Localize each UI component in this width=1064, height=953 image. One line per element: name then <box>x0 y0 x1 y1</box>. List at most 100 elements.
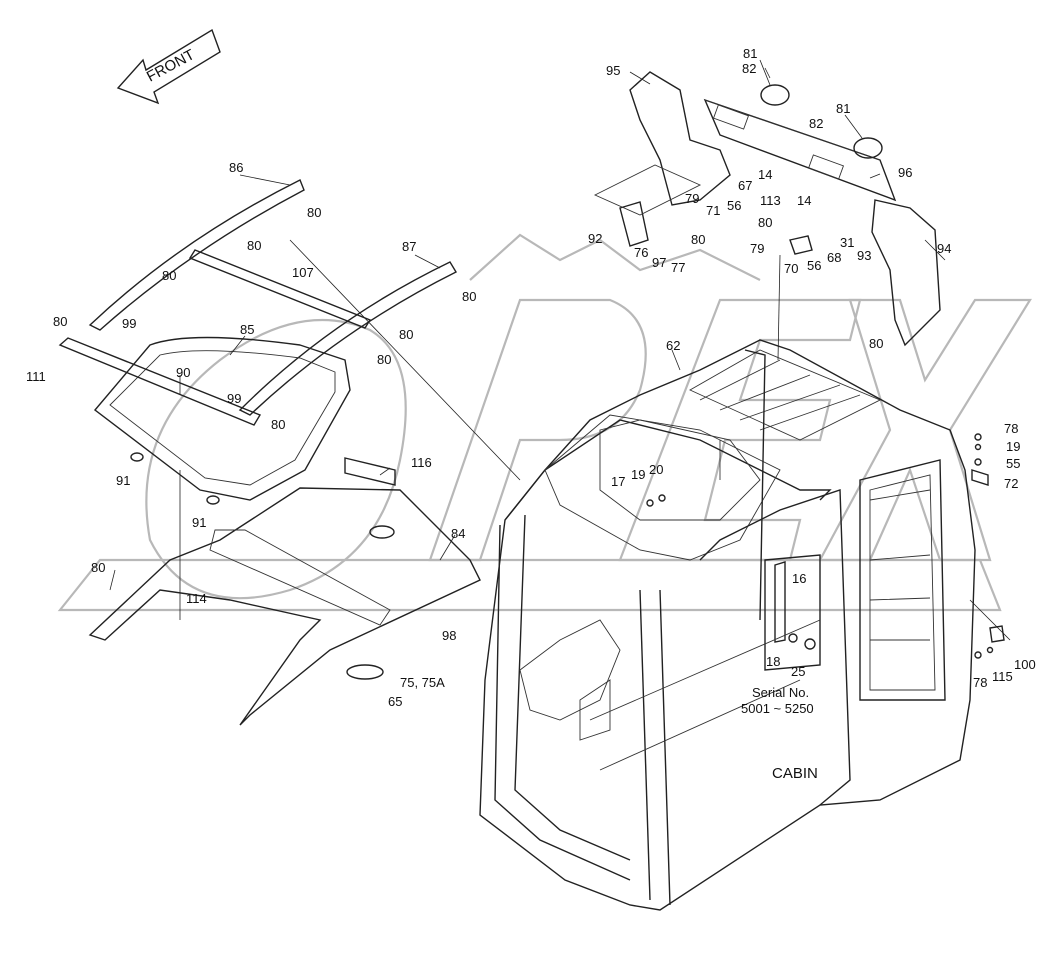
callout-82a: 82 <box>742 61 756 76</box>
callout-80j: 80 <box>271 417 285 432</box>
callout-76: 76 <box>634 245 648 260</box>
callout-80f: 80 <box>162 268 176 283</box>
callout-19b: 19 <box>1006 439 1020 454</box>
callout-65: 65 <box>388 694 402 709</box>
rear-trim-parts <box>593 71 941 347</box>
callout-79a: 79 <box>685 191 699 206</box>
callout-87: 87 <box>402 239 416 254</box>
callout-97: 97 <box>652 255 666 270</box>
callout-86: 86 <box>229 160 243 175</box>
callout-113: 113 <box>760 193 781 208</box>
part-107-rail <box>188 249 372 329</box>
part-116-block <box>344 457 396 486</box>
part-91-grommet-a <box>130 452 144 462</box>
part-70-hook <box>789 235 813 255</box>
callout-80e: 80 <box>247 238 261 253</box>
front-arrow-label: FRONT <box>144 46 198 85</box>
callout-81a: 81 <box>743 46 757 61</box>
callout-107: 107 <box>292 265 314 280</box>
callout-99a: 99 <box>122 316 136 331</box>
part-85-panel <box>93 336 351 501</box>
part-75-lamp <box>346 664 384 680</box>
callout-80d: 80 <box>307 205 321 220</box>
part-86-rail <box>88 179 305 331</box>
callout-80i: 80 <box>377 352 391 367</box>
callout-81b: 81 <box>836 101 850 116</box>
callout-85: 85 <box>240 322 254 337</box>
part-100-bracket <box>989 625 1005 643</box>
cabin-label: CABIN <box>772 765 818 782</box>
callout-75: 75, 75A <box>400 675 445 690</box>
fasteners <box>646 433 1005 659</box>
callout-70: 70 <box>784 261 798 276</box>
callout-78b: 78 <box>973 675 987 690</box>
callout-14b: 14 <box>797 193 811 208</box>
callout-99b: 99 <box>227 391 241 406</box>
callout-25: 25 <box>791 664 805 679</box>
cabin-frame <box>479 339 976 911</box>
callout-67: 67 <box>738 178 752 193</box>
roof-vent-hole <box>369 525 395 539</box>
callout-93: 93 <box>857 248 871 263</box>
callout-77: 77 <box>671 260 685 275</box>
callout-80a: 80 <box>758 215 772 230</box>
part-95-pillar <box>629 71 731 206</box>
callout-80h: 80 <box>399 327 413 342</box>
callout-80b: 80 <box>691 232 705 247</box>
callout-92: 92 <box>588 231 602 246</box>
callout-71: 71 <box>706 203 720 218</box>
serial-label-line1: Serial No. <box>752 685 809 700</box>
callout-79b: 79 <box>750 241 764 256</box>
callout-31: 31 <box>840 235 854 250</box>
part-81-speaker-b <box>853 137 883 159</box>
leader-lines <box>109 59 1011 641</box>
part-81-speaker-a <box>760 84 790 106</box>
callout-62: 62 <box>666 338 680 353</box>
serial-label-line2: 5001 ~ 5250 <box>741 701 814 716</box>
callout-91b: 91 <box>192 515 206 530</box>
callout-80-left: 80 <box>53 314 67 329</box>
part-72-bracket <box>971 469 989 486</box>
part-91-grommet-b <box>206 495 220 505</box>
callout-111: 111 <box>26 369 46 384</box>
callout-82b: 82 <box>809 116 823 131</box>
callout-90: 90 <box>176 365 190 380</box>
callout-55: 55 <box>1006 456 1020 471</box>
callout-20: 20 <box>649 462 663 477</box>
callout-72: 72 <box>1004 476 1018 491</box>
callout-19a: 19 <box>631 467 645 482</box>
callout-116: 116 <box>411 455 432 470</box>
callout-98: 98 <box>442 628 456 643</box>
part-111-bracket <box>58 337 262 426</box>
part-92-handle <box>619 201 649 247</box>
part-25-bolt <box>804 638 816 650</box>
callout-115: 115 <box>992 669 1013 684</box>
front-arrow-icon: FRONT <box>116 28 221 105</box>
callout-68: 68 <box>827 250 841 265</box>
callout-80g: 80 <box>462 289 476 304</box>
callout-100: 100 <box>1014 657 1036 672</box>
callout-14a: 14 <box>758 167 772 182</box>
callout-91a: 91 <box>116 473 130 488</box>
callout-18: 18 <box>766 654 780 669</box>
callout-16: 16 <box>792 571 806 586</box>
part-96-panel <box>703 98 897 202</box>
callout-80k: 80 <box>91 560 105 575</box>
roof-parts <box>58 179 481 726</box>
callout-78a: 78 <box>1004 421 1018 436</box>
callout-114: 114 <box>186 591 207 606</box>
callout-84: 84 <box>451 526 465 541</box>
callout-94: 94 <box>937 241 951 256</box>
part-84-headliner <box>88 487 481 726</box>
part-87-rail <box>238 261 457 416</box>
watermark <box>57 233 1032 612</box>
part-16-plate <box>774 561 786 643</box>
callout-56a: 56 <box>727 198 741 213</box>
callout-56b: 56 <box>807 258 821 273</box>
callout-80c: 80 <box>869 336 883 351</box>
callout-96: 96 <box>898 165 912 180</box>
callout-labels: 95 81 82 81 82 96 14 67 113 14 79 71 56 … <box>26 46 1036 782</box>
part-18-nut <box>788 633 798 643</box>
